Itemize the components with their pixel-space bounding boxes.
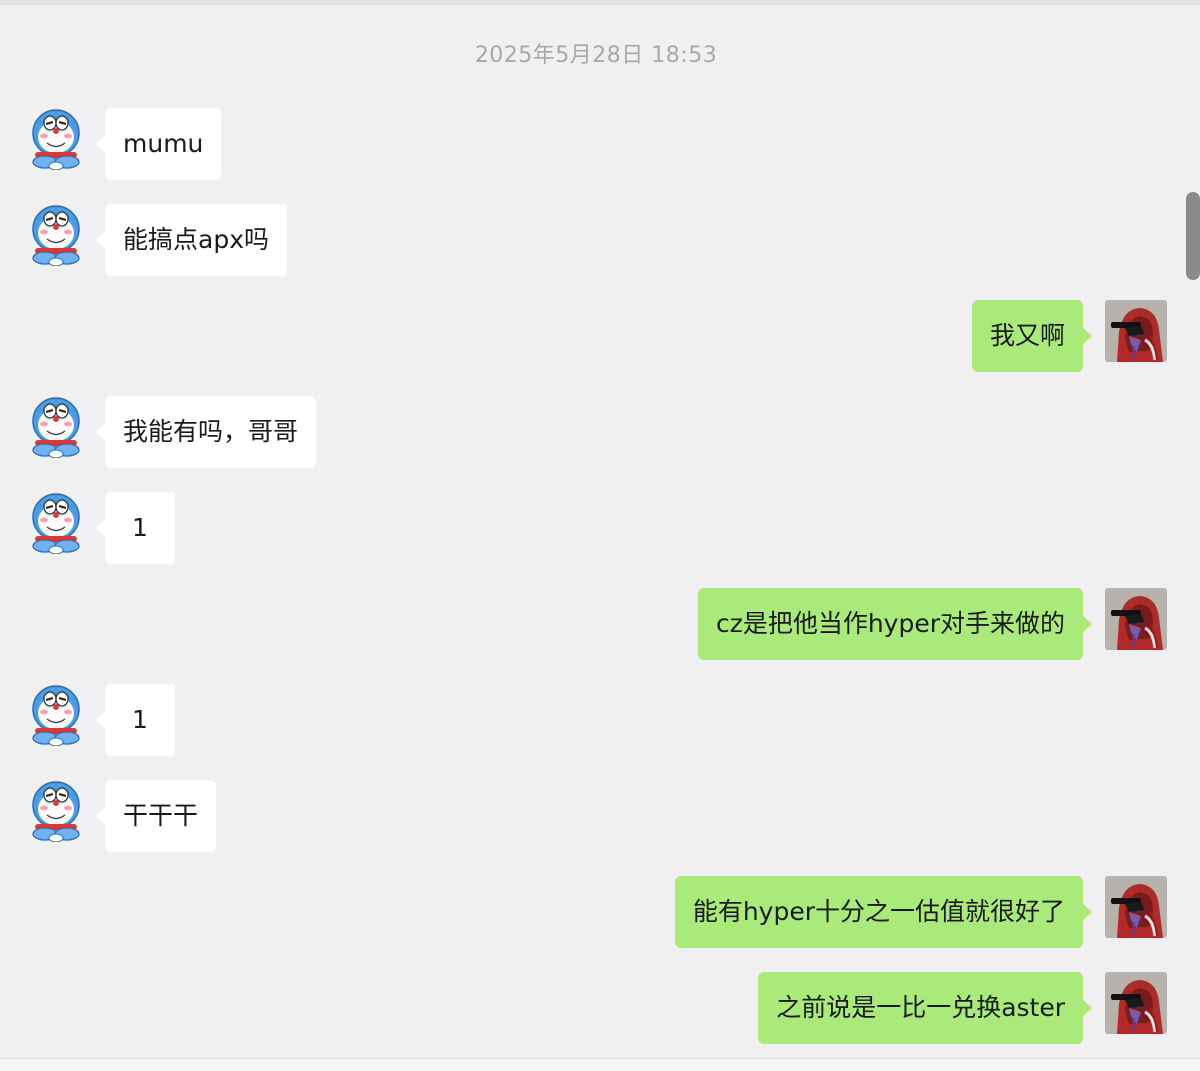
message-row-incoming: 1 (0, 684, 1200, 756)
message-bubble[interactable]: 能有hyper十分之一估值就很好了 (674, 876, 1093, 948)
message-row-outgoing: 我又啊 (0, 300, 1200, 372)
doraemon-avatar[interactable] (25, 780, 87, 842)
message-row-incoming: 1 (0, 492, 1200, 564)
message-row-incoming: 我能有吗，哥哥 (0, 396, 1200, 468)
chat-timestamp: 2025年5月28日 18:53 (474, 43, 718, 68)
message-bubble[interactable]: mumu (95, 108, 222, 180)
message-bubble[interactable]: 之前说是一比一兑换aster (758, 972, 1092, 1044)
red-hood-avatar[interactable] (1105, 300, 1167, 362)
doraemon-avatar[interactable] (25, 492, 87, 554)
red-hood-avatar[interactable] (1105, 588, 1167, 650)
message-row-outgoing: 之前说是一比一兑换aster (0, 972, 1200, 1044)
message-row-incoming: 干干干 (0, 780, 1200, 852)
window-bottom-border (0, 1058, 1200, 1071)
red-hood-avatar[interactable] (1105, 972, 1167, 1034)
doraemon-avatar[interactable] (25, 108, 87, 170)
chat-scrollbar[interactable] (1186, 192, 1200, 280)
doraemon-avatar[interactable] (25, 396, 87, 458)
message-row-incoming: mumu (0, 108, 1200, 180)
message-bubble[interactable]: 干干干 (95, 780, 217, 852)
message-row-outgoing: cz是把他当作hyper对手来做的 (0, 588, 1200, 660)
message-bubble[interactable]: 我能有吗，哥哥 (95, 396, 317, 468)
doraemon-avatar[interactable] (25, 684, 87, 746)
message-row-incoming: 能搞点apx吗 (0, 204, 1200, 276)
doraemon-avatar[interactable] (25, 204, 87, 266)
window-top-border (0, 0, 1200, 5)
message-bubble[interactable]: 1 (96, 684, 175, 756)
message-bubble[interactable]: 1 (96, 492, 175, 564)
message-bubble[interactable]: 我又啊 (971, 300, 1093, 372)
red-hood-avatar[interactable] (1105, 876, 1167, 938)
message-row-outgoing: 能有hyper十分之一估值就很好了 (0, 876, 1200, 948)
message-bubble[interactable]: cz是把他当作hyper对手来做的 (697, 588, 1093, 660)
message-bubble[interactable]: 能搞点apx吗 (96, 204, 287, 276)
